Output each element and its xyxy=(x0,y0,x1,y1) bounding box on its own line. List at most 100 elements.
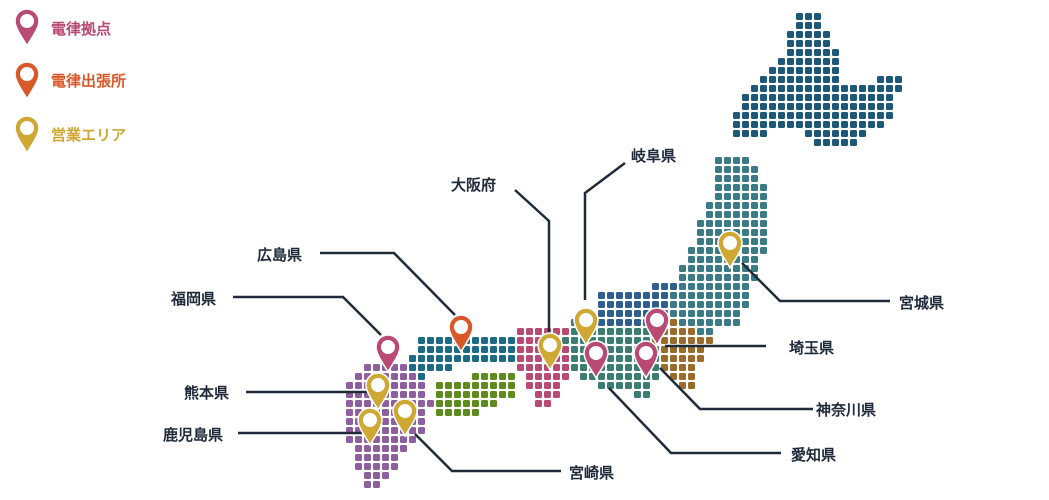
map-dot xyxy=(472,355,479,362)
map-dot xyxy=(607,382,614,389)
map-dot xyxy=(697,256,704,263)
map-dot xyxy=(814,130,821,137)
map-dot xyxy=(823,49,830,56)
map-dots xyxy=(346,13,902,488)
map-dot xyxy=(796,76,803,83)
map-dot xyxy=(553,391,560,398)
map-dot xyxy=(778,121,785,128)
line-aichi xyxy=(608,387,781,455)
map-dot xyxy=(472,382,479,389)
map-dot xyxy=(733,166,740,173)
map-dot xyxy=(733,220,740,227)
map-dot xyxy=(409,382,416,389)
map-dot xyxy=(805,40,812,47)
map-dot xyxy=(814,139,821,146)
map-dot xyxy=(562,346,569,353)
map-dot xyxy=(814,58,821,65)
map-dot xyxy=(742,211,749,218)
map-dot xyxy=(418,337,425,344)
map-dot xyxy=(400,391,407,398)
map-dot xyxy=(661,301,668,308)
map-dot xyxy=(733,265,740,272)
map-dot xyxy=(697,355,704,362)
map-dot xyxy=(814,76,821,83)
map-dot xyxy=(418,382,425,389)
map-dot xyxy=(850,139,857,146)
map-dot xyxy=(544,373,551,380)
map-dot xyxy=(346,382,353,389)
label-osaka: 大阪府 xyxy=(451,176,497,194)
map-dot xyxy=(625,337,632,344)
map-dot xyxy=(859,94,866,101)
map-dot xyxy=(751,112,758,119)
map-dot xyxy=(535,391,542,398)
map-dot xyxy=(796,13,803,20)
map-dot xyxy=(616,355,623,362)
map-dot xyxy=(751,94,758,101)
line-miyagi xyxy=(741,262,890,303)
map-dot xyxy=(679,328,686,335)
map-dot xyxy=(706,319,713,326)
map-dot xyxy=(616,301,623,308)
map-dot xyxy=(895,76,902,83)
map-dot xyxy=(715,211,722,218)
map-dot xyxy=(688,310,695,317)
map-dot xyxy=(436,346,443,353)
map-dot xyxy=(697,346,704,353)
map-dot xyxy=(832,76,839,83)
map-dot xyxy=(814,85,821,92)
pin-miyagi xyxy=(717,230,743,270)
map-dot xyxy=(805,22,812,29)
map-dot xyxy=(553,364,560,371)
map-dot xyxy=(409,364,416,371)
map-dot xyxy=(688,337,695,344)
map-dot xyxy=(787,94,794,101)
map-dot xyxy=(859,112,866,119)
map-dot xyxy=(625,364,632,371)
map-dot xyxy=(733,319,740,326)
map-dot xyxy=(715,274,722,281)
map-dot xyxy=(679,319,686,326)
map-dot xyxy=(562,355,569,362)
map-dot xyxy=(463,400,470,407)
map-dot xyxy=(436,382,443,389)
map-dot xyxy=(787,58,794,65)
map-dot xyxy=(832,85,839,92)
map-dot xyxy=(400,373,407,380)
map-dot xyxy=(697,283,704,290)
map-dot xyxy=(679,346,686,353)
map-dot xyxy=(454,382,461,389)
map-dot xyxy=(787,67,794,74)
map-dot xyxy=(724,175,731,182)
map-dot xyxy=(481,373,488,380)
map-dot xyxy=(454,400,461,407)
map-dot xyxy=(616,319,623,326)
map-dot xyxy=(877,121,884,128)
map-dot xyxy=(787,31,794,38)
map-dot xyxy=(634,328,641,335)
map-dot xyxy=(625,328,632,335)
map-dot xyxy=(643,292,650,299)
map-dot xyxy=(679,274,686,281)
legend-pin-icon-base xyxy=(14,8,40,48)
map-dot xyxy=(436,364,443,371)
label-kanagawa: 神奈川県 xyxy=(816,401,877,419)
map-dot xyxy=(481,400,488,407)
map-dot xyxy=(634,382,641,389)
map-dot xyxy=(409,373,416,380)
map-dot xyxy=(778,76,785,83)
label-miyagi: 宮城県 xyxy=(899,294,945,312)
map-dot xyxy=(715,166,722,173)
map-dot xyxy=(688,346,695,353)
map-dot xyxy=(571,364,578,371)
map-dot xyxy=(715,292,722,299)
map-dot xyxy=(562,364,569,371)
map-dot xyxy=(751,211,758,218)
map-dot xyxy=(544,382,551,389)
callout-lines xyxy=(233,162,890,473)
map-dot xyxy=(868,112,875,119)
map-dot xyxy=(715,175,722,182)
map-dot xyxy=(436,409,443,416)
map-dot xyxy=(832,94,839,101)
map-dot xyxy=(715,157,722,164)
